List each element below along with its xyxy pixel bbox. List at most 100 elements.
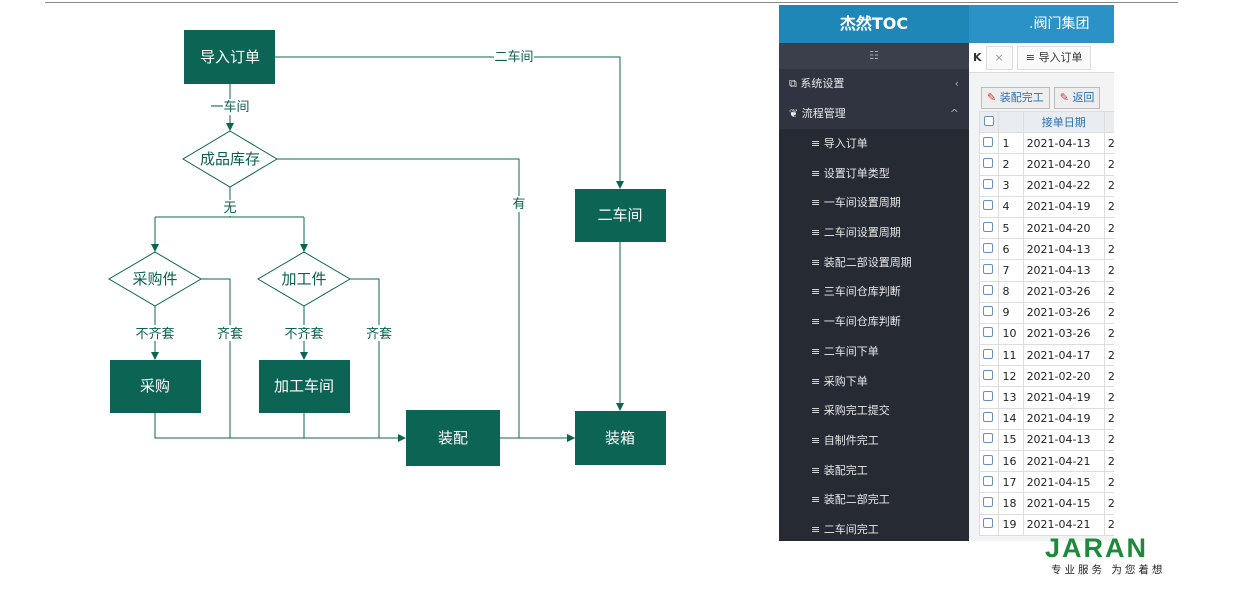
table-cell: 14 — [998, 407, 1024, 430]
row-checkbox[interactable] — [978, 195, 1000, 218]
row-checkbox[interactable] — [978, 449, 1000, 473]
table-cell: 2021-04-20 — [1022, 216, 1105, 240]
close-tab-icon[interactable]: × — [985, 45, 1013, 70]
table-cell: 17 — [998, 471, 1024, 494]
sidebar-item[interactable]: ≡ 自制件完工 — [779, 425, 969, 456]
table-cell: 12 — [998, 365, 1024, 388]
return-button[interactable]: ✎ 返回 — [1053, 87, 1101, 109]
row-checkbox[interactable] — [978, 174, 1000, 197]
sidebar-item[interactable]: ≡ 一车间仓库判断 — [779, 307, 969, 337]
menu-icon: ≡ — [811, 315, 821, 329]
sidebar-group[interactable]: ⧉ 系统设置‹ — [779, 69, 969, 99]
row-checkbox[interactable] — [978, 259, 1000, 282]
table-cell: 20 — [1103, 174, 1114, 197]
sidebar-item[interactable]: ≡ 二车间设置周期 — [779, 218, 969, 248]
row-checkbox[interactable] — [978, 407, 1000, 430]
menu-icon: ≡ — [811, 226, 821, 240]
sidebar-item[interactable]: ≡ 装配二部完工 — [779, 485, 969, 515]
row-checkbox[interactable] — [978, 216, 1000, 240]
row-checkbox[interactable] — [978, 153, 1000, 176]
table-cell: 20 — [1103, 365, 1114, 388]
sidebar-item[interactable]: ≡ 装配二部设置周期 — [779, 247, 969, 278]
table-cell: 1 — [998, 132, 1024, 155]
table-cell: 20 — [1103, 471, 1114, 494]
assembly-complete-button[interactable]: ✎ 装配完工 — [981, 87, 1050, 109]
table-cell: 20 — [1103, 322, 1114, 346]
sidebar-item[interactable]: ≡ 一车间设置周期 — [779, 188, 969, 219]
tab-import-order[interactable]: ≡ 导入订单 — [1016, 45, 1092, 70]
button-label: 返回 — [1072, 91, 1095, 104]
row-checkbox[interactable] — [978, 471, 1000, 494]
first-tab-icon[interactable]: K — [973, 51, 982, 64]
sidebar-group[interactable]: ❦ 流程管理^ — [779, 99, 969, 129]
menu-icon: ≡ — [811, 344, 821, 358]
sidebar-item-label: 三车间仓库判断 — [823, 285, 901, 299]
row-checkbox[interactable] — [978, 492, 1000, 515]
chevron-icon: ^ — [949, 107, 959, 120]
sidebar-item[interactable]: ≡ 二车间下单 — [779, 336, 969, 367]
table-cell: 2021-04-22 — [1022, 174, 1105, 197]
menu-icon: ≡ — [811, 255, 821, 269]
sidebar-item[interactable]: ≡ 二车间完工 — [779, 514, 969, 541]
sidebar-item-label: 采购下单 — [823, 374, 868, 388]
column-header — [1103, 110, 1114, 134]
menu-icon: ≡ — [811, 137, 821, 150]
table-cell: 6 — [998, 238, 1024, 261]
node-machining-shop: 加工车间 — [274, 377, 334, 395]
menu-icon: ≡ — [811, 374, 821, 388]
row-checkbox[interactable] — [978, 301, 1000, 324]
edge-label: 一车间 — [210, 99, 249, 115]
row-checkbox[interactable] — [978, 132, 1000, 155]
table-cell: 20 — [1103, 407, 1114, 430]
edge-import-to-workshop2 — [275, 56, 624, 189]
row-checkbox[interactable] — [978, 428, 1000, 452]
edge-label: 齐套 — [217, 326, 243, 342]
order-date-header[interactable]: 接单日期 — [1022, 110, 1105, 134]
toc-app-screenshot: 杰然TOC .阀门集团 ☷ ⧉ 系统设置‹❦ 流程管理^≡ 导入订单≡ 设置订单… — [779, 5, 1114, 541]
sidebar-toggle-icon[interactable]: ☷ — [779, 43, 969, 69]
sidebar-item[interactable]: ≡ 设置订单类型 — [779, 158, 969, 189]
sidebar-item-label: 二车间下单 — [823, 344, 879, 358]
menu-icon: ≡ — [811, 285, 821, 299]
sidebar-item-label: 二车间设置周期 — [823, 226, 901, 240]
sidebar-item[interactable]: ≡ 采购完工提交 — [779, 396, 969, 426]
row-checkbox[interactable] — [978, 513, 1000, 536]
table-cell: 2021-04-19 — [1022, 195, 1105, 218]
sidebar-item[interactable]: ≡ 采购下单 — [779, 366, 969, 397]
sidebar-item[interactable]: ≡ 装配完工 — [779, 455, 969, 486]
table-cell: 8 — [998, 280, 1024, 303]
menu-icon: ≡ — [811, 463, 821, 477]
row-checkbox[interactable] — [978, 238, 1000, 261]
sidebar-item[interactable]: ≡ 三车间仓库判断 — [779, 277, 969, 308]
row-checkbox[interactable] — [978, 365, 1000, 388]
row-checkbox[interactable] — [978, 386, 1000, 409]
node-import-order: 导入订单 — [200, 48, 260, 66]
sidebar-item-label: 采购完工提交 — [823, 404, 890, 418]
row-checkbox[interactable] — [978, 322, 1000, 346]
process-flowchart: 导入订单 成品库存 采购件 加工件 采购 加工车间 装配 二车间 装箱 二车间 … — [108, 30, 666, 466]
edge-label: 二车间 — [494, 49, 533, 65]
select-all-checkbox[interactable] — [978, 110, 1000, 134]
row-checkbox[interactable] — [978, 344, 1000, 367]
row-checkbox[interactable] — [978, 280, 1000, 303]
sidebar-item[interactable]: ≡ 导入订单 — [779, 129, 969, 159]
